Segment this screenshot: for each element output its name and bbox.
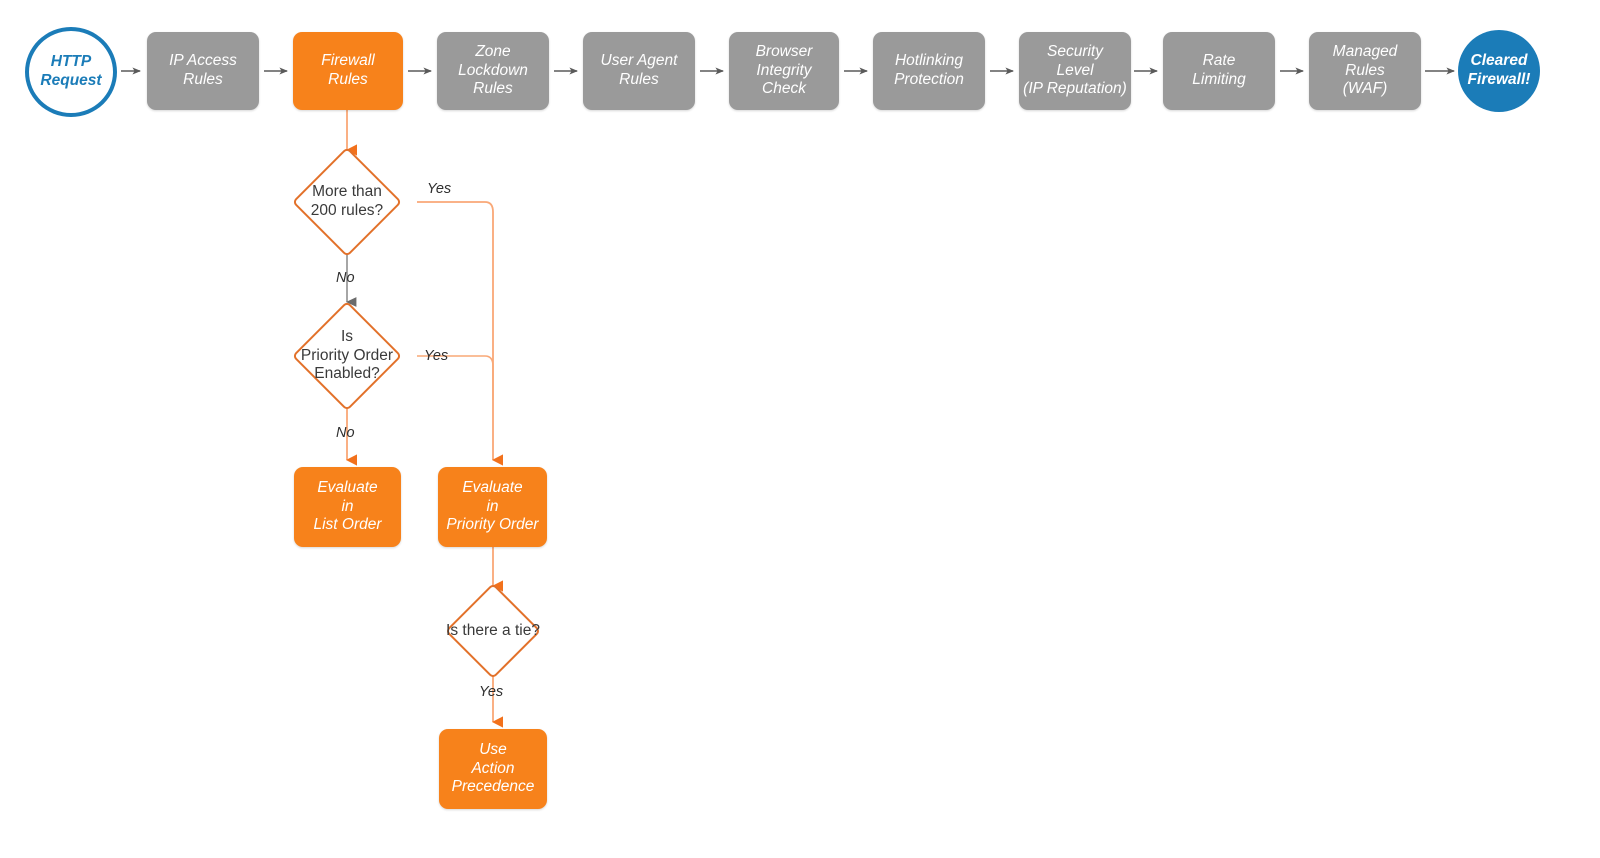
decision-label: More than 200 rules? bbox=[310, 183, 384, 219]
node-label: IP Access Rules bbox=[169, 52, 237, 88]
node-label: User Agent Rules bbox=[600, 52, 678, 88]
node-firewall-rules[interactable]: Firewall Rules bbox=[293, 32, 403, 110]
edge-label-priority-no: No bbox=[336, 425, 355, 441]
node-label: Managed Rules (WAF) bbox=[1332, 42, 1398, 98]
decision-label: Is Priority Order Enabled? bbox=[300, 327, 394, 383]
decision-priority-order-enabled[interactable]: Is Priority Order Enabled? bbox=[277, 300, 417, 412]
node-label: Use Action Precedence bbox=[451, 740, 535, 796]
node-label: Firewall Rules bbox=[321, 52, 375, 88]
decision-label: Is there a tie? bbox=[446, 621, 540, 639]
node-ip-access-rules[interactable]: IP Access Rules bbox=[147, 32, 259, 110]
edge-label-more-rules-no: No bbox=[336, 270, 355, 286]
node-label: Evaluate in Priority Order bbox=[446, 478, 539, 534]
edge-label-priority-yes: Yes bbox=[424, 348, 449, 364]
node-evaluate-priority-order[interactable]: Evaluate in Priority Order bbox=[438, 467, 547, 547]
node-rate-limiting[interactable]: Rate Limiting bbox=[1163, 32, 1275, 110]
node-browser-integrity-check[interactable]: Browser Integrity Check bbox=[729, 32, 839, 110]
node-hotlinking-protection[interactable]: Hotlinking Protection bbox=[873, 32, 985, 110]
node-label: HTTP Request bbox=[40, 53, 102, 89]
decision-is-there-a-tie[interactable]: Is there a tie? bbox=[423, 582, 563, 680]
node-label: Evaluate in List Order bbox=[313, 478, 382, 534]
node-zone-lockdown-rules[interactable]: Zone Lockdown Rules bbox=[437, 32, 549, 110]
node-label: Security Level (IP Reputation) bbox=[1023, 42, 1127, 98]
node-cleared-firewall[interactable]: Cleared Firewall! bbox=[1458, 30, 1540, 112]
edge-label-tie-yes: Yes bbox=[479, 684, 504, 700]
node-managed-rules-waf[interactable]: Managed Rules (WAF) bbox=[1309, 32, 1421, 110]
node-label: Hotlinking Protection bbox=[894, 52, 964, 88]
edge-label-more-rules-yes: Yes bbox=[427, 181, 452, 197]
node-http-request[interactable]: HTTP Request bbox=[25, 27, 117, 117]
node-label: Cleared Firewall! bbox=[1467, 52, 1531, 88]
node-use-action-precedence[interactable]: Use Action Precedence bbox=[439, 729, 547, 809]
decision-more-than-200-rules[interactable]: More than 200 rules? bbox=[277, 146, 417, 258]
node-label: Browser Integrity Check bbox=[755, 42, 813, 98]
node-evaluate-list-order[interactable]: Evaluate in List Order bbox=[294, 467, 401, 547]
node-label: Zone Lockdown Rules bbox=[458, 42, 528, 98]
node-user-agent-rules[interactable]: User Agent Rules bbox=[583, 32, 695, 110]
node-security-level[interactable]: Security Level (IP Reputation) bbox=[1019, 32, 1131, 110]
node-label: Rate Limiting bbox=[1192, 52, 1246, 88]
